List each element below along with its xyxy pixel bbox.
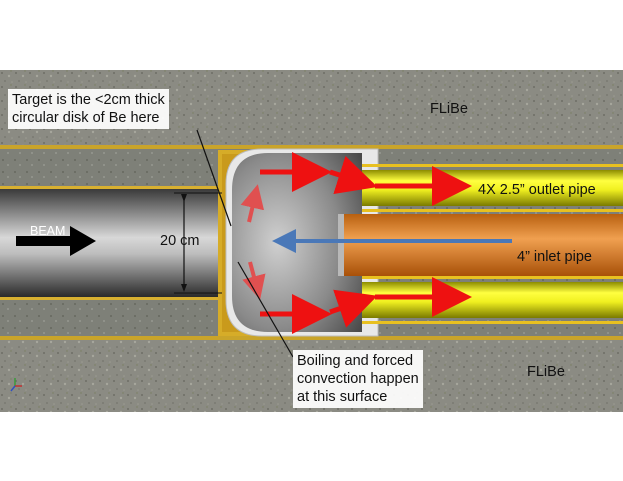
flow-arrow-dome-up: [240, 184, 265, 223]
boiling-callout-line2: convection happen: [297, 371, 419, 387]
inlet-pipe: [340, 214, 623, 276]
flibe-label-top: FLiBe: [430, 101, 468, 117]
boiling-callout: Boiling and forced convection happen at …: [293, 350, 423, 408]
outlet-pipe-label: 4X 2.5” outlet pipe: [478, 182, 596, 198]
boiling-callout-line3: at this surface: [297, 389, 388, 405]
target-leader-line: [196, 129, 232, 227]
boiling-leader-line: [237, 261, 294, 358]
target-callout-line2: circular disk of Be here: [12, 110, 160, 126]
target-callout-line1: Target is the <2cm thick: [12, 92, 165, 108]
beam-arrow: [16, 226, 96, 256]
outlet-pipe-lower: [362, 282, 623, 318]
flow-arrow-top-diag: [329, 155, 378, 195]
flibe-label-bottom: FLiBe: [527, 364, 565, 380]
flow-arrow-bottom-diag: [329, 289, 378, 328]
beam-label: BEAM: [30, 224, 66, 238]
inlet-pipe-label: 4” inlet pipe: [517, 249, 592, 265]
axis-triad-icon: [10, 378, 22, 392]
target-callout: Target is the <2cm thick circular disk o…: [8, 89, 169, 129]
flow-arrow-dome-down: [242, 261, 266, 300]
diameter-label: 20 cm: [160, 233, 200, 249]
boiling-callout-line1: Boiling and forced: [297, 353, 414, 369]
